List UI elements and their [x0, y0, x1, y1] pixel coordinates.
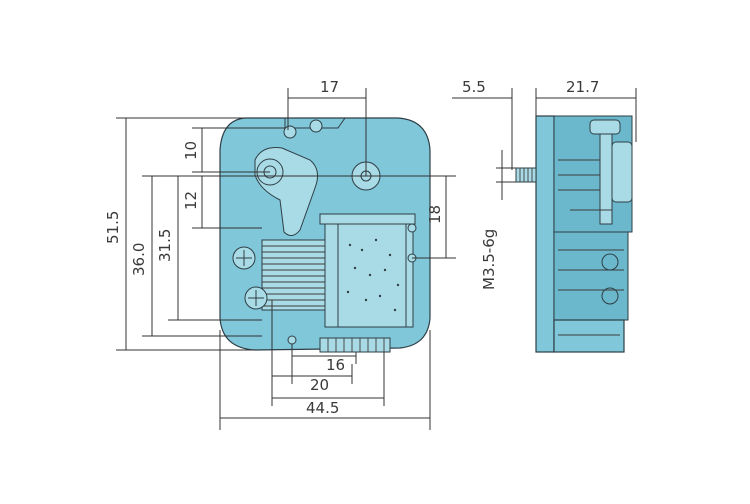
thread-label: M3.5-6g [480, 229, 498, 290]
side-base [553, 319, 625, 353]
side-knob [589, 119, 621, 135]
dim-12-label: 12 [182, 191, 200, 210]
side-view [515, 115, 633, 353]
dim-20-label: 20 [310, 376, 329, 394]
mount-hole-bottom [287, 335, 297, 345]
dim-16-label: 16 [326, 356, 345, 374]
side-gear-lines [558, 159, 624, 336]
dim-51-5-label: 51.5 [104, 211, 122, 244]
side-dimensions: 5.5 21.7 M3.5-6g [452, 78, 637, 290]
front-view [219, 117, 431, 353]
front-dimensions: 17 51.5 36.0 31.5 10 12 18 16 [104, 78, 456, 430]
dim-17-label: 17 [320, 78, 339, 96]
bottom-gear [319, 337, 391, 353]
comb-screw-lower-slot [248, 290, 264, 306]
thread-lines [519, 168, 533, 182]
comb-screw-upper-slot [236, 250, 252, 266]
dim-21-7-label: 21.7 [566, 78, 599, 96]
bracket-pin [407, 223, 417, 233]
screw-top-right [309, 119, 323, 133]
dim-10-label: 10 [182, 141, 200, 160]
dim-44-5-label: 44.5 [306, 399, 339, 417]
screw-top-left [283, 125, 297, 139]
dim-5-5-label: 5.5 [462, 78, 486, 96]
cylinder-pins [346, 238, 400, 312]
dim-31-5-label: 31.5 [156, 229, 174, 262]
side-disc-lower [601, 287, 619, 305]
dim-18-label: 18 [426, 205, 444, 224]
dim-36-label: 36.0 [130, 243, 148, 276]
side-lower-block [553, 231, 629, 321]
bottom-gear-teeth [327, 338, 385, 352]
cylinder-bracket [319, 213, 416, 225]
side-shaft [599, 133, 613, 225]
threaded-shaft [515, 167, 537, 183]
side-plate [535, 115, 555, 353]
side-flywheel [611, 141, 633, 203]
side-disc-upper [601, 253, 619, 271]
